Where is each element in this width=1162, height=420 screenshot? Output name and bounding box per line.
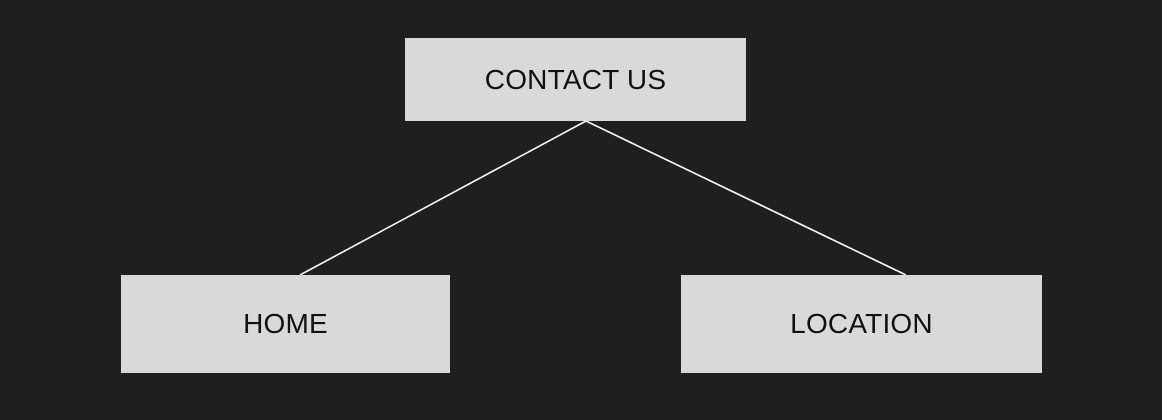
node-contact-us[interactable]: CONTACT US [405,38,746,121]
node-location[interactable]: LOCATION [681,275,1042,373]
connector-contact-to-home [299,120,587,276]
connector-contact-to-location [585,120,907,276]
node-home[interactable]: HOME [121,275,450,373]
node-home-label: HOME [243,308,328,339]
node-location-label: LOCATION [790,308,933,339]
node-contact-us-label: CONTACT US [484,63,667,95]
